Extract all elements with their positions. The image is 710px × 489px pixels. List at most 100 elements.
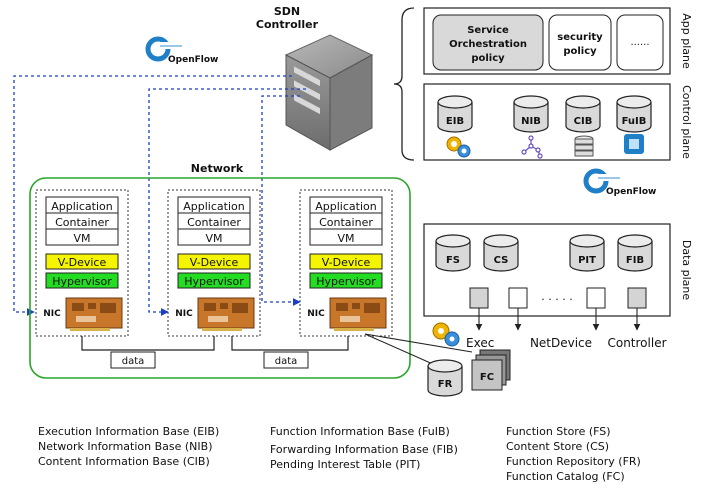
nic-card-icon xyxy=(197,297,255,331)
fc-label: FC xyxy=(480,372,494,383)
node-vdevice-label: V-Device xyxy=(322,256,371,269)
eib-db: EIB xyxy=(437,95,473,133)
legend-nib: Network Information Base (NIB) xyxy=(38,440,212,453)
policy-1-line2: Orchestration xyxy=(449,39,527,50)
legend-cib: Content Information Base (CIB) xyxy=(38,455,210,468)
legend-fuib: Function Information Base (FuIB) xyxy=(270,425,450,438)
app-plane-label: App plane xyxy=(680,13,693,69)
legend-fc: Function Catalog (FC) xyxy=(506,470,625,483)
server-icon xyxy=(284,34,374,151)
port-netdevice-1 xyxy=(508,287,528,309)
node-vdevice-label: V-Device xyxy=(190,256,239,269)
function-catalog-stack: FC xyxy=(471,349,511,391)
fs-db: FS xyxy=(435,234,471,272)
exec-gears-icon xyxy=(432,322,460,347)
storage-connectors xyxy=(364,333,473,366)
openflow-label-right: OpenFlow xyxy=(606,187,656,197)
fib-db: FIB xyxy=(617,234,653,272)
hypervisor-block xyxy=(45,272,119,289)
fs-label: FS xyxy=(446,255,460,266)
port-controller xyxy=(627,287,647,309)
policy-1-line1: Service xyxy=(467,25,509,36)
legend-pit: Pending Interest Table (PIT) xyxy=(270,458,420,471)
node-nic-label: NIC xyxy=(175,309,193,319)
node-hypervisor-label: Hypervisor xyxy=(316,275,376,288)
nic-card-icon xyxy=(65,297,123,331)
controller-label-line1: SDN xyxy=(274,5,300,18)
vdevice-block xyxy=(309,253,383,270)
nib-label: NIB xyxy=(521,116,541,127)
control-plane-label: Control plane xyxy=(680,85,693,159)
openflow-control-links xyxy=(13,75,306,316)
data-plane-outputs xyxy=(475,308,641,331)
fuib-db: FuIB xyxy=(616,95,652,133)
data-plane: FS CS PIT FIB · · · · · Data plane xyxy=(423,223,693,317)
node-container-label: Container xyxy=(55,216,109,229)
vdevice-block xyxy=(177,253,251,270)
function-chip-icon xyxy=(624,134,644,154)
storage-stack-icon xyxy=(574,135,594,157)
node-nic-label: NIC xyxy=(43,309,61,319)
node-hypervisor-label: Hypervisor xyxy=(184,275,244,288)
openflow-logo-top: OpenFlow xyxy=(145,36,218,65)
legend-cs: Content Store (CS) xyxy=(506,440,609,453)
output-controller-label: Controller xyxy=(607,336,666,350)
pit-label: PIT xyxy=(578,255,596,266)
app-plane: Service Orchestration policy security po… xyxy=(423,7,693,75)
network-label: Network xyxy=(191,162,244,175)
node-app-label: Application xyxy=(315,200,376,213)
node-nic-label: NIC xyxy=(307,309,325,319)
controller-label-line2: Controller xyxy=(256,18,319,31)
pit-db: PIT xyxy=(569,234,605,272)
legend-fs: Function Store (FS) xyxy=(506,425,611,438)
cib-label: CIB xyxy=(574,116,593,127)
node-app-label: Application xyxy=(183,200,244,213)
fr-label: FR xyxy=(438,379,453,390)
cib-db: CIB xyxy=(565,95,601,133)
port-ellipsis: · · · · · xyxy=(541,293,572,306)
vdevice-block xyxy=(45,253,119,270)
node-vdevice-label: V-Device xyxy=(58,256,107,269)
legend-fib: Forwarding Information Base (FIB) xyxy=(270,443,458,456)
node-hypervisor-label: Hypervisor xyxy=(52,275,112,288)
legend: Execution Information Base (EIB) Network… xyxy=(38,425,641,483)
node-container-label: Container xyxy=(187,216,241,229)
legend-eib: Execution Information Base (EIB) xyxy=(38,425,219,438)
policy-3-line1: ...... xyxy=(630,37,649,48)
function-repository-db: FR xyxy=(427,359,463,397)
fib-label: FIB xyxy=(626,255,644,266)
network-node-3: Application Container VM V-Device Hyperv… xyxy=(299,189,393,337)
network-node-2: Application Container VM V-Device Hyperv… xyxy=(167,189,261,337)
node-vm-label: VM xyxy=(337,232,354,245)
output-netdevice-label: NetDevice xyxy=(530,336,592,350)
policy-1-line3: policy xyxy=(471,53,505,64)
data-link-label-2: data xyxy=(275,356,298,367)
openflow-label-top: OpenFlow xyxy=(168,55,218,65)
plane-brace xyxy=(393,7,415,161)
gears-icon xyxy=(446,136,471,158)
network-node-1: Application Container VM V-Device Hyperv… xyxy=(35,189,129,337)
sdn-controller: SDN Controller xyxy=(256,5,374,151)
port-netdevice-2 xyxy=(586,287,606,309)
nib-db: NIB xyxy=(513,95,549,133)
fuib-label: FuIB xyxy=(622,116,647,127)
node-vm-label: VM xyxy=(205,232,222,245)
nic-card-icon xyxy=(329,297,387,331)
network-area: Network xyxy=(29,162,411,379)
data-plane-label: Data plane xyxy=(680,240,693,301)
data-link-label-1: data xyxy=(122,356,145,367)
hypervisor-block xyxy=(177,272,251,289)
policy-2-line2: policy xyxy=(563,46,597,57)
output-exec-label: Exec xyxy=(466,336,494,350)
legend-fr: Function Repository (FR) xyxy=(506,455,641,468)
node-vm-label: VM xyxy=(73,232,90,245)
node-container-label: Container xyxy=(319,216,373,229)
cs-db: CS xyxy=(483,234,519,272)
policy-2-line1: security xyxy=(557,32,603,43)
openflow-logo-right: OpenFlow xyxy=(583,168,656,197)
hypervisor-block xyxy=(309,272,383,289)
port-exec xyxy=(469,287,489,309)
cs-label: CS xyxy=(494,255,509,266)
control-plane: EIB NIB CIB FuIB xyxy=(423,83,693,161)
